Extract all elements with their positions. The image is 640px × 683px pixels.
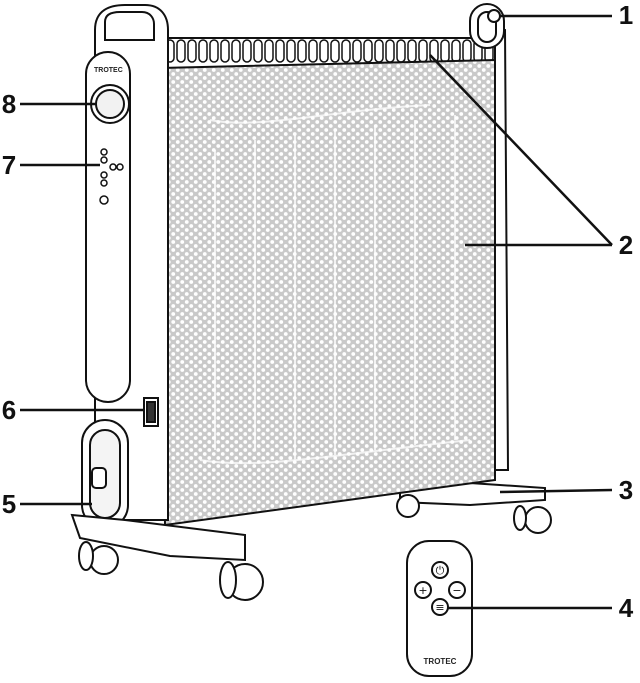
callout-3: 3 <box>619 475 633 505</box>
fin <box>451 39 461 63</box>
callout-2: 2 <box>619 230 633 260</box>
fin <box>341 39 351 63</box>
fin <box>275 39 285 63</box>
right-handle <box>469 3 505 49</box>
fin <box>286 39 296 63</box>
callout-1: 1 <box>619 0 633 30</box>
fin <box>374 39 384 63</box>
power-switch[interactable] <box>143 397 159 427</box>
front-foot <box>70 513 264 601</box>
fin <box>264 39 274 63</box>
fin <box>385 39 395 63</box>
fin <box>363 39 373 63</box>
remote-brand-text: TROTEC <box>424 657 457 666</box>
remote-minus-button[interactable] <box>448 581 466 599</box>
fin <box>352 39 362 63</box>
cable-holder <box>81 419 129 529</box>
fin <box>330 39 340 63</box>
callout-5: 5 <box>2 489 16 519</box>
fin <box>198 39 208 63</box>
fin <box>418 39 428 63</box>
fin <box>176 39 186 63</box>
fin <box>242 39 252 63</box>
leader-lines <box>20 14 613 610</box>
fin <box>231 39 241 63</box>
minus-icon: − <box>452 584 461 597</box>
fin <box>187 39 197 63</box>
callout-7: 7 <box>2 150 16 180</box>
fin <box>440 39 450 63</box>
mesh-panel <box>158 58 496 527</box>
remote-power-button[interactable] <box>431 561 449 579</box>
callout-4: 4 <box>619 593 634 623</box>
callout-8: 8 <box>2 89 16 119</box>
remote-plus-button[interactable] <box>414 581 432 599</box>
control-panel <box>99 148 124 205</box>
plus-icon: + <box>418 584 427 597</box>
fin <box>407 39 417 63</box>
fin <box>220 39 230 63</box>
fin <box>253 39 263 63</box>
fin <box>209 39 219 63</box>
remote-control <box>406 540 473 677</box>
brand-logo-text: TROTEC <box>94 67 123 74</box>
menu-icon: ≡ <box>435 601 444 614</box>
fin <box>396 39 406 63</box>
power-icon: ⏻ <box>436 564 445 577</box>
fin <box>319 39 329 63</box>
fin <box>297 39 307 63</box>
fin <box>308 39 318 63</box>
callout-6: 6 <box>2 395 16 425</box>
fin <box>462 39 472 63</box>
